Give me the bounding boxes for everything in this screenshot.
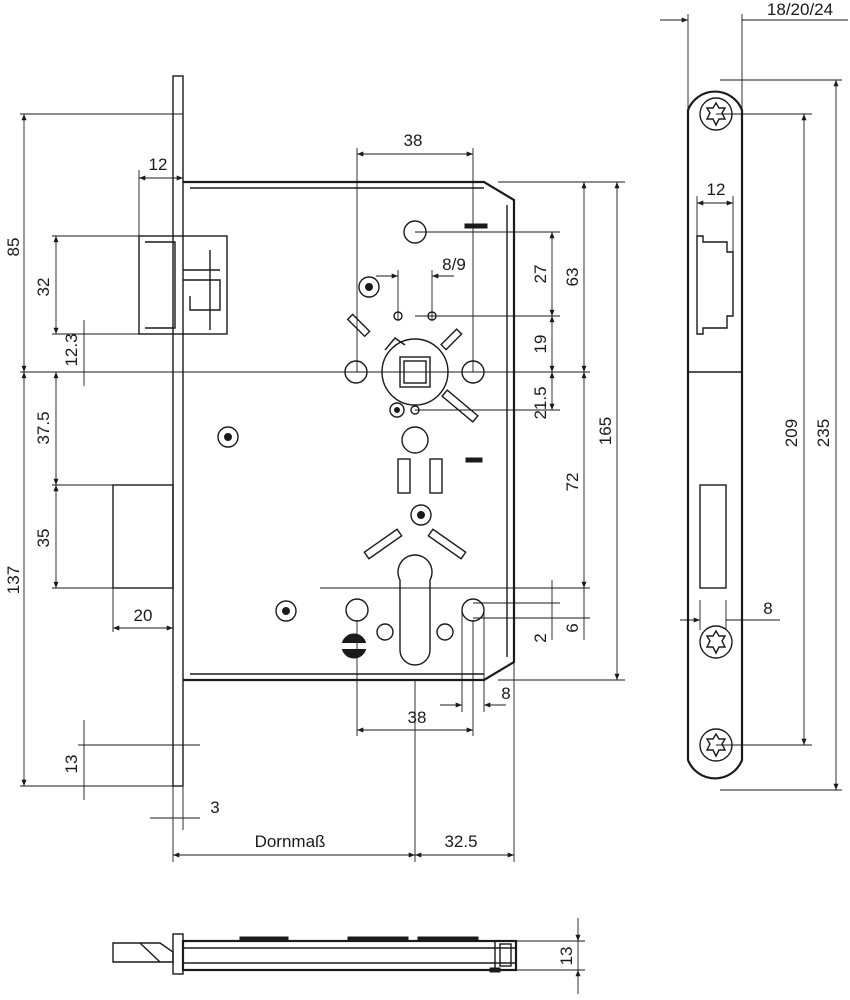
dim-38-bottom: 38	[408, 708, 427, 727]
bottom-latch	[112, 942, 174, 963]
faceplate-outline	[686, 90, 744, 780]
dim-235: 235	[814, 419, 833, 447]
dim-38-top: 38	[404, 131, 423, 150]
springs-slots	[346, 223, 488, 560]
bottom-view	[112, 933, 518, 975]
dim-dornmass: Dornmaß	[255, 832, 326, 851]
dim-37-5: 37.5	[34, 411, 53, 444]
faceplate-view	[686, 90, 744, 780]
indicator-icon	[341, 633, 367, 659]
faceplate-dimension-labels: 18/20/24 12 209 235 8	[707, 0, 834, 618]
dim-2: 2	[531, 633, 550, 642]
bolt-opening	[699, 484, 727, 589]
front-view	[112, 75, 516, 787]
lock-case	[183, 180, 516, 682]
rivets	[217, 276, 432, 622]
cylinder-keyhole	[397, 554, 433, 666]
fixing-holes	[344, 220, 485, 641]
front-dimensions	[20, 113, 625, 862]
dim-20: 20	[134, 606, 153, 625]
dim-18-20-24: 18/20/24	[767, 0, 833, 19]
forend-plate	[172, 75, 184, 787]
dim-165: 165	[596, 417, 615, 445]
dim-8-plate: 8	[763, 599, 772, 618]
torx-screw-middle	[699, 625, 733, 659]
dead-bolt	[112, 484, 174, 589]
dim-63: 63	[563, 268, 582, 287]
faceplate-dimensions	[660, 14, 848, 791]
front-dimension-labels: 85 32 12.3 37.5 35 137 13 12 20 3 Dornma…	[4, 131, 615, 851]
dim-32-5: 32.5	[444, 832, 477, 851]
follower	[381, 337, 449, 406]
dim-8-cyl: 8	[501, 684, 510, 703]
latch-opening	[696, 235, 734, 335]
dim-12-latch: 12	[149, 155, 168, 174]
dim-35: 35	[34, 529, 53, 548]
dim-32: 32	[34, 278, 53, 297]
dim-8-9: 8/9	[442, 255, 466, 274]
dim-21-5: 21.5	[531, 386, 550, 419]
dim-6: 6	[563, 623, 582, 632]
dim-137: 137	[4, 566, 23, 594]
dim-19: 19	[531, 335, 550, 354]
bottom-forend	[172, 933, 184, 975]
bottom-case	[181, 939, 518, 972]
dim-72: 72	[563, 473, 582, 492]
bottom-dimensions: 13	[516, 918, 585, 994]
dim-12-3: 12.3	[62, 333, 81, 366]
dim-12-plate: 12	[707, 180, 726, 199]
latch-bolt	[138, 235, 228, 335]
dim-85: 85	[4, 238, 23, 257]
dim-27: 27	[531, 265, 550, 284]
dim-13-face: 13	[62, 755, 81, 774]
dim-3: 3	[210, 798, 219, 817]
dim-13-bottom: 13	[557, 947, 576, 966]
dim-209: 209	[782, 419, 801, 447]
